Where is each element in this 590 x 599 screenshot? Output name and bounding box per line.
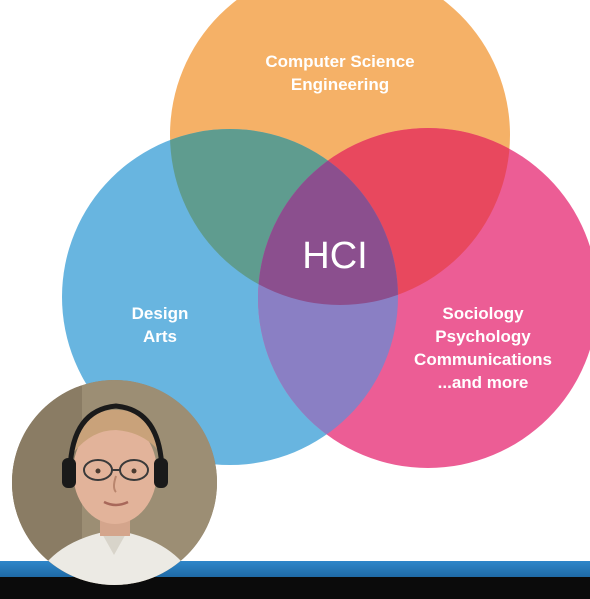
label-computer-science: Computer Science Engineering — [220, 50, 460, 96]
presenter-webcam-photo — [12, 380, 217, 585]
label-line: Communications — [414, 350, 552, 369]
presenter-webcam — [12, 380, 217, 585]
label-line: ...and more — [437, 373, 529, 392]
label-hci: HCI — [302, 235, 368, 277]
label-line: Psychology — [435, 327, 531, 346]
label-line: Computer Science — [265, 52, 415, 71]
overlap-center — [258, 129, 398, 305]
label-design-arts: Design Arts — [110, 302, 210, 348]
label-line: Arts — [142, 327, 177, 346]
headset-icon — [62, 458, 76, 488]
label-line: Sociology — [442, 304, 524, 323]
label-line: Engineering — [290, 75, 390, 94]
label-line: Design — [131, 304, 189, 323]
label-social-sciences: Sociology Psychology Communications ...a… — [388, 302, 578, 394]
